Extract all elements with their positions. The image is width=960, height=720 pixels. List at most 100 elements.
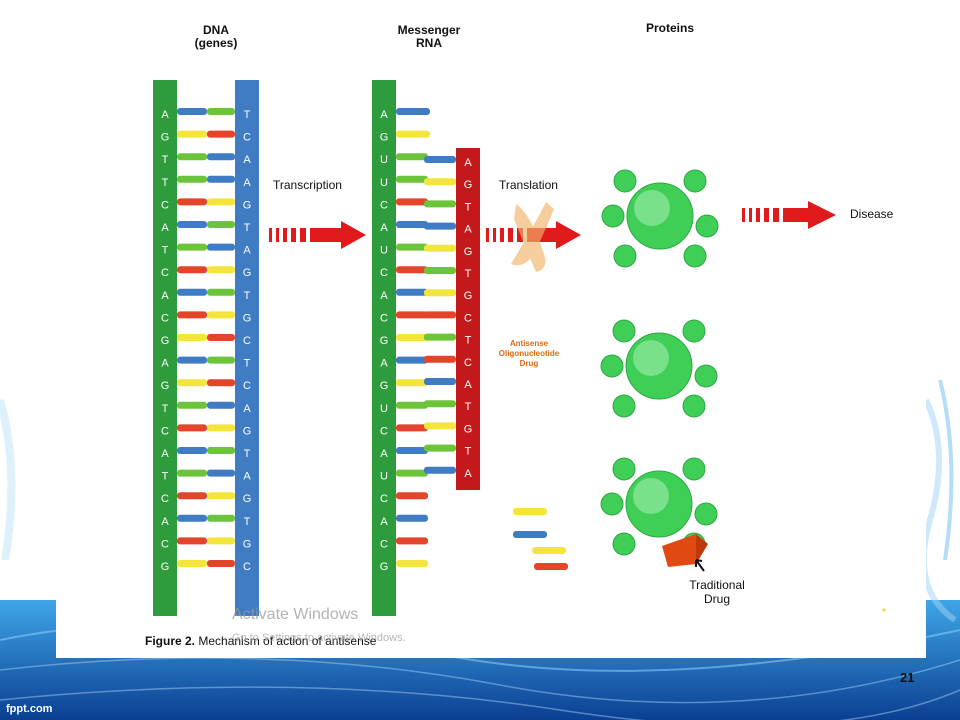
- dna-base-right: [207, 560, 235, 567]
- rna-base: [396, 379, 428, 387]
- dna-base-left: [177, 356, 207, 364]
- protein-highlight: [634, 190, 670, 226]
- dna-base-right: [207, 266, 235, 274]
- brand-logo-text: fppt.com: [6, 703, 53, 715]
- transcription-label: Transcription: [273, 178, 342, 192]
- protein-traditional: [600, 457, 718, 556]
- antisense-drug-label: Antisense Oligonucleotide Drug: [490, 339, 568, 369]
- dna-right-letter: T: [244, 222, 251, 234]
- protein-highlight: [633, 340, 669, 376]
- dna-right-letter: C: [243, 561, 251, 573]
- rna-base: [396, 537, 428, 545]
- dna-right-backbone: [235, 80, 259, 616]
- rna-base: [396, 334, 428, 341]
- antisense-letter: A: [464, 379, 472, 391]
- dna-title: DNA: [203, 23, 229, 37]
- rna-letter: C: [380, 538, 388, 550]
- rna-title: Messenger: [397, 23, 461, 37]
- dna-base-right: [207, 356, 235, 364]
- dna-right-letter: A: [243, 471, 251, 483]
- rna-base: [396, 288, 428, 296]
- antisense-base: [424, 422, 456, 430]
- dna-base-left: [177, 153, 207, 161]
- figure-caption-text: Mechanism of action of antisense: [198, 634, 377, 648]
- protein-lobe: [695, 214, 719, 238]
- rna-letter: G: [380, 335, 389, 347]
- rna-letter: A: [380, 222, 388, 234]
- dna-base-left: [177, 334, 207, 341]
- antisense-label-line3: Drug: [519, 359, 539, 368]
- activate-windows-subtitle: Go to Settings to activate Windows.: [232, 632, 406, 644]
- dna-base-right: [207, 537, 235, 545]
- rna-base: [396, 130, 430, 138]
- protein-lobe: [612, 394, 636, 418]
- antisense-base: [424, 289, 456, 297]
- dna-base-left: [177, 537, 207, 545]
- rna-letter: U: [380, 403, 388, 415]
- antisense-letter: T: [465, 401, 472, 413]
- dna-left-letter: A: [161, 516, 169, 528]
- dna-right-letter: G: [243, 199, 252, 211]
- dna-base-left: [177, 108, 207, 115]
- rna-base: [396, 560, 428, 567]
- dna-right-letter: T: [244, 109, 251, 121]
- figure-caption: Figure 2. Mechanism of action of antisen…: [145, 634, 376, 648]
- rna-base: [396, 514, 428, 522]
- rna-base: [396, 424, 428, 432]
- rna-letter: A: [380, 109, 388, 121]
- antisense-base: [424, 333, 456, 341]
- dna-left-letter: C: [161, 538, 169, 550]
- rna-backbone: [372, 80, 396, 616]
- rna-base: [396, 469, 428, 477]
- antisense-base: [424, 178, 456, 186]
- disease-label: Disease: [850, 207, 894, 221]
- dna-right-letter: C: [243, 380, 251, 392]
- dna-left-letter: G: [161, 561, 170, 573]
- activate-windows-title: Activate Windows: [232, 606, 359, 623]
- rna-letter: C: [380, 312, 388, 324]
- antisense-letter: T: [465, 268, 472, 280]
- dna-left-letter: A: [161, 222, 169, 234]
- dna-base-left: [177, 221, 207, 228]
- protein-highlight: [633, 478, 669, 514]
- dna-right-letter: G: [243, 538, 252, 550]
- dna-header: DNA (genes): [176, 24, 256, 50]
- dna-left-letter: A: [161, 448, 169, 460]
- rna-letter: G: [380, 132, 389, 144]
- dna-base-left: [177, 175, 207, 183]
- protein-lobe: [612, 319, 636, 343]
- dna-base-left: [177, 288, 207, 296]
- dna-left-letter: T: [162, 177, 169, 189]
- rna-base: [396, 175, 428, 183]
- rna-letter: C: [380, 199, 388, 211]
- dna-base-right: [207, 288, 235, 296]
- antisense-label-line1: Antisense: [509, 339, 549, 348]
- dna-base-left: [177, 130, 207, 138]
- antisense-base: [424, 222, 456, 230]
- dna-base-left: [177, 379, 207, 387]
- protein-lobe: [682, 457, 706, 481]
- dna-left-letter: G: [161, 380, 170, 392]
- dna-base-right: [207, 108, 235, 115]
- traditional-label-line2: Drug: [703, 592, 730, 606]
- antisense-letter: A: [464, 468, 472, 480]
- protein-lobe: [694, 502, 718, 526]
- dna-base-left: [177, 401, 207, 409]
- dna-right-letter: G: [243, 312, 252, 324]
- rna-base: [396, 356, 428, 364]
- dna-right-letter: A: [243, 177, 251, 189]
- dna-left-letter: T: [162, 245, 169, 257]
- antisense-base: [424, 244, 456, 252]
- antisense-letter: A: [464, 157, 472, 169]
- dna-base-left: [177, 560, 207, 567]
- dna-right-letter: T: [244, 516, 251, 528]
- dna-right-letter: A: [243, 154, 251, 166]
- rna-base: [396, 266, 428, 274]
- dna-right-letter: C: [243, 335, 251, 347]
- dna-subtitle: (genes): [194, 36, 238, 50]
- dna-left-letter: A: [161, 358, 169, 370]
